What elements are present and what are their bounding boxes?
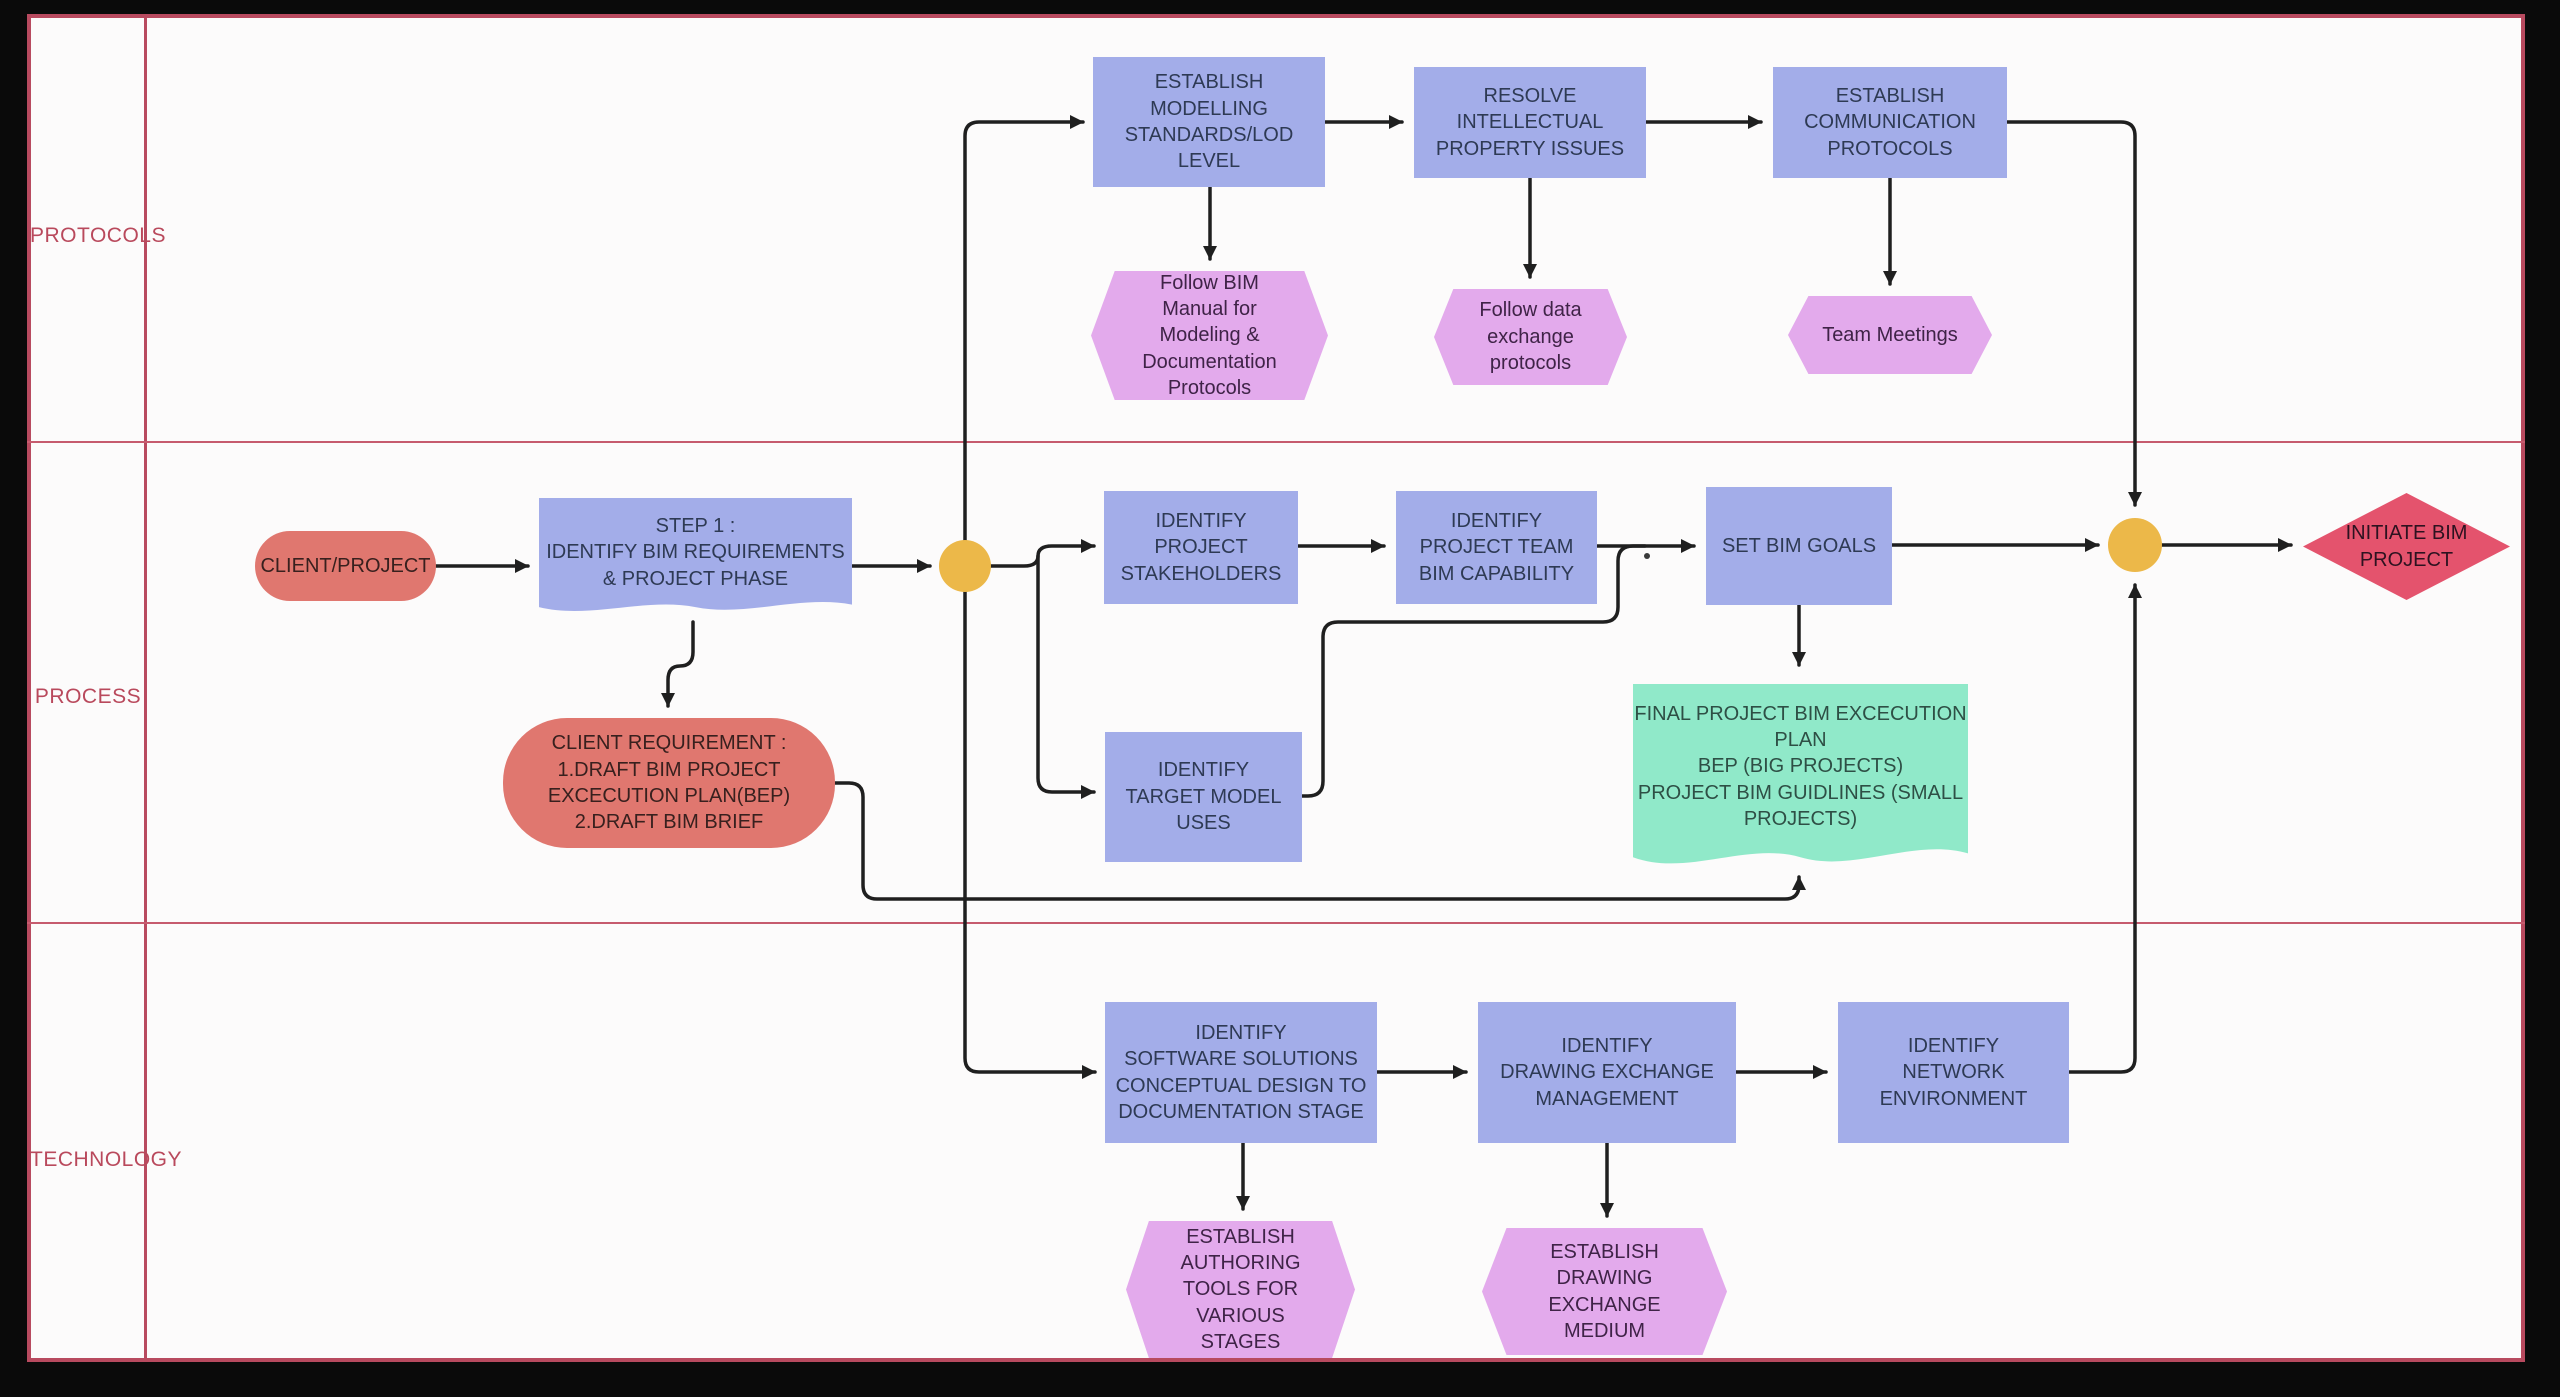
node-client-requirement[interactable]: CLIENT REQUIREMENT : 1.DRAFT BIM PROJECT…: [503, 718, 835, 848]
lane-label-technology: TECHNOLOGY: [30, 1148, 183, 1171]
node-label: CLIENT REQUIREMENT : 1.DRAFT BIM PROJECT…: [547, 732, 791, 834]
node-label: STEP 1 : IDENTIFY BIM REQUIREMENTS & PRO…: [546, 514, 845, 590]
node-network-environment[interactable]: IDENTIFY NETWORK ENVIRONMENT: [1838, 1002, 2069, 1143]
node-label: IDENTIFY TARGET MODEL USES: [1125, 759, 1282, 835]
lane-label-protocols: PROTOCOLS: [30, 224, 166, 247]
lane-divider-process-technology: [27, 922, 2525, 924]
junction-circle-end[interactable]: [2108, 518, 2162, 572]
node-label: CLIENT/PROJECT: [260, 554, 431, 577]
node-label: ESTABLISH MODELLING STANDARDS/LOD LEVEL: [1124, 71, 1294, 173]
node-team-meetings[interactable]: Team Meetings: [1788, 296, 1992, 374]
lane-label-process: PROCESS: [34, 685, 142, 708]
node-label: IDENTIFY NETWORK ENVIRONMENT: [1879, 1034, 2028, 1110]
document-shape: [1633, 683, 1968, 864]
node-label: FINAL PROJECT BIM EXCECUTION PLAN BEP (B…: [1634, 702, 1967, 831]
node-resolve-ip[interactable]: RESOLVE INTELLECTUAL PROPERTY ISSUES: [1414, 67, 1646, 178]
node-label: ESTABLISH AUTHORING TOOLS FOR VARIOUS ST…: [1180, 1225, 1301, 1354]
node-label: Follow data exchange protocols: [1479, 299, 1582, 375]
node-drawing-exchange[interactable]: IDENTIFY DRAWING EXCHANGE MANAGEMENT: [1478, 1002, 1736, 1143]
node-final-bep[interactable]: FINAL PROJECT BIM EXCECUTION PLAN BEP (B…: [1633, 680, 1968, 877]
node-follow-data-exchange[interactable]: Follow data exchange protocols: [1434, 289, 1627, 385]
node-label: Team Meetings: [1822, 323, 1958, 346]
node-label: IDENTIFY DRAWING EXCHANGE MANAGEMENT: [1500, 1034, 1714, 1110]
node-establish-communication[interactable]: ESTABLISH COMMUNICATION PROTOCOLS: [1773, 67, 2007, 178]
node-label: ESTABLISH COMMUNICATION PROTOCOLS: [1804, 84, 1976, 160]
node-label: Follow BIM Manual for Modeling & Documen…: [1142, 271, 1277, 400]
node-team-bim-capability[interactable]: IDENTIFY PROJECT TEAM BIM CAPABILITY: [1396, 491, 1597, 604]
node-identify-stakeholders[interactable]: IDENTIFY PROJECT STAKEHOLDERS: [1104, 491, 1298, 604]
node-label: IDENTIFY SOFTWARE SOLUTIONS CONCEPTUAL D…: [1115, 1021, 1367, 1123]
node-label: RESOLVE INTELLECTUAL PROPERTY ISSUES: [1435, 84, 1625, 160]
junction-circle-start[interactable]: [939, 540, 991, 592]
node-label: IDENTIFY PROJECT STAKEHOLDERS: [1120, 509, 1282, 585]
stray-dot: [1644, 553, 1650, 559]
lane-header-divider: [144, 14, 147, 1362]
lane-divider-protocols-process: [27, 441, 2525, 443]
document-shape: [539, 498, 852, 611]
node-establish-modelling[interactable]: ESTABLISH MODELLING STANDARDS/LOD LEVEL: [1093, 57, 1325, 187]
node-software-solutions[interactable]: IDENTIFY SOFTWARE SOLUTIONS CONCEPTUAL D…: [1105, 1002, 1377, 1143]
node-set-bim-goals[interactable]: SET BIM GOALS: [1706, 487, 1892, 605]
node-follow-bim-manual[interactable]: Follow BIM Manual for Modeling & Documen…: [1091, 271, 1328, 400]
node-label: IDENTIFY PROJECT TEAM BIM CAPABILITY: [1418, 509, 1575, 585]
node-label: ESTABLISH DRAWING EXCHANGE MEDIUM: [1548, 1240, 1661, 1342]
node-target-model-uses[interactable]: IDENTIFY TARGET MODEL USES: [1105, 732, 1302, 862]
node-establish-exchange-medium[interactable]: ESTABLISH DRAWING EXCHANGE MEDIUM: [1482, 1228, 1727, 1355]
node-establish-authoring-tools[interactable]: ESTABLISH AUTHORING TOOLS FOR VARIOUS ST…: [1126, 1221, 1355, 1358]
node-label: INITIATE BIM PROJECT: [2345, 522, 2468, 571]
node-step1-identify-bim-requirements[interactable]: STEP 1 : IDENTIFY BIM REQUIREMENTS & PRO…: [539, 498, 852, 622]
node-label: SET BIM GOALS: [1721, 534, 1877, 557]
node-client-project[interactable]: CLIENT/PROJECT: [255, 531, 436, 601]
